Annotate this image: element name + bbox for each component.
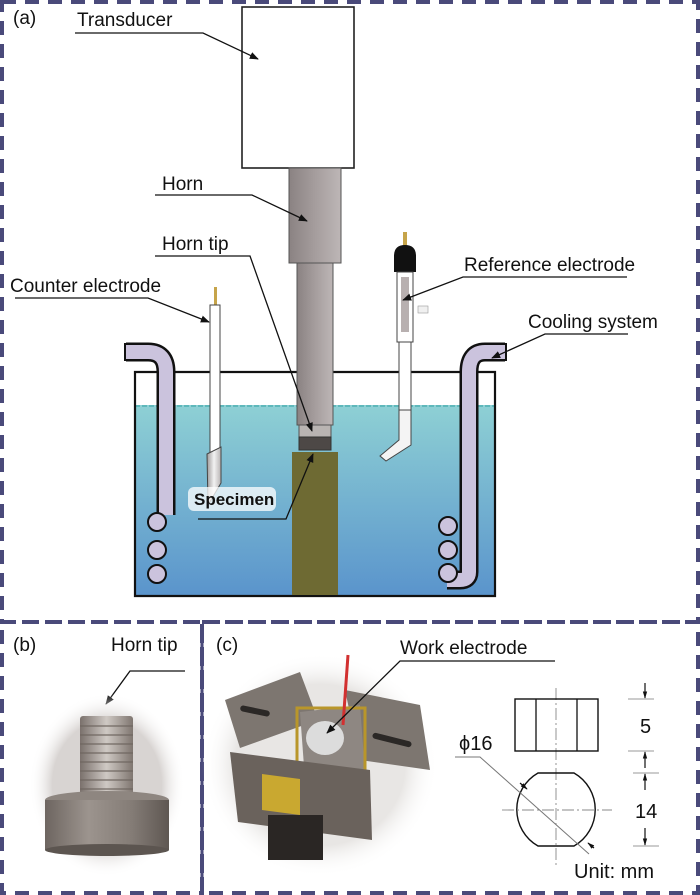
callout-work-electrode-leader [326, 660, 555, 734]
callout-horn-tip-photo-leader [105, 670, 185, 705]
panel-a-label: (a) [13, 8, 36, 29]
callout-cooling-system-leader [491, 333, 628, 359]
callout-horn-tip-label: Horn tip [162, 234, 229, 255]
callout-horn-label: Horn [162, 174, 203, 195]
callout-horn-tip-photo-label: Horn tip [111, 635, 178, 656]
panel-c-border [200, 620, 700, 895]
diameter-dimension-label: ϕ16 [459, 733, 492, 755]
horn-tip-body [298, 424, 332, 438]
panel-b: (b) Horn tip [13, 635, 185, 877]
callout-counter-electrode-label: Counter electrode [10, 276, 161, 297]
panel-c-label: (c) [216, 635, 238, 656]
flat-height-dimension-label: 14 [635, 801, 657, 823]
reference-electrode [379, 232, 429, 462]
callout-horn-leader [155, 194, 308, 222]
panel-a: (a) [10, 6, 658, 598]
specimen-bar [292, 452, 338, 595]
cooling-pipe-left [124, 342, 176, 584]
electrode-technical-drawing: ϕ16 5 14 Unit: mm [455, 683, 659, 883]
work-electrode-photo [202, 653, 438, 877]
counter-electrode [206, 287, 222, 507]
callout-horn-tip-leader [155, 255, 313, 432]
callout-counter-electrode-leader [15, 297, 210, 323]
callout-specimen-leader [198, 453, 314, 520]
panel-c: (c) Work electrode [202, 635, 659, 883]
thickness-dimension-label: 5 [640, 716, 651, 738]
callout-transducer-label: Transducer [77, 10, 173, 31]
beaker-outline [133, 370, 497, 598]
drawing-side-view [514, 698, 599, 752]
unit-label: Unit: mm [574, 861, 654, 883]
callout-specimen-label: Specimen [194, 490, 274, 509]
callout-reference-electrode-label: Reference electrode [464, 255, 635, 276]
horn-lower [296, 262, 334, 426]
horn-tip-photo [29, 693, 185, 877]
panel-b-label: (b) [13, 635, 36, 656]
horn-body [288, 167, 342, 264]
transducer-box [241, 6, 355, 169]
diameter-leader [455, 756, 590, 855]
callout-transducer-leader [75, 32, 259, 60]
specimen-label-glow [188, 487, 276, 511]
drawing-top-view [516, 772, 596, 847]
callout-cooling-system-label: Cooling system [528, 312, 658, 333]
horn-tip-end [298, 436, 332, 451]
cooling-pipe-right [438, 342, 507, 590]
callout-reference-electrode-leader [402, 276, 627, 301]
callout-work-electrode-label: Work electrode [400, 638, 527, 659]
